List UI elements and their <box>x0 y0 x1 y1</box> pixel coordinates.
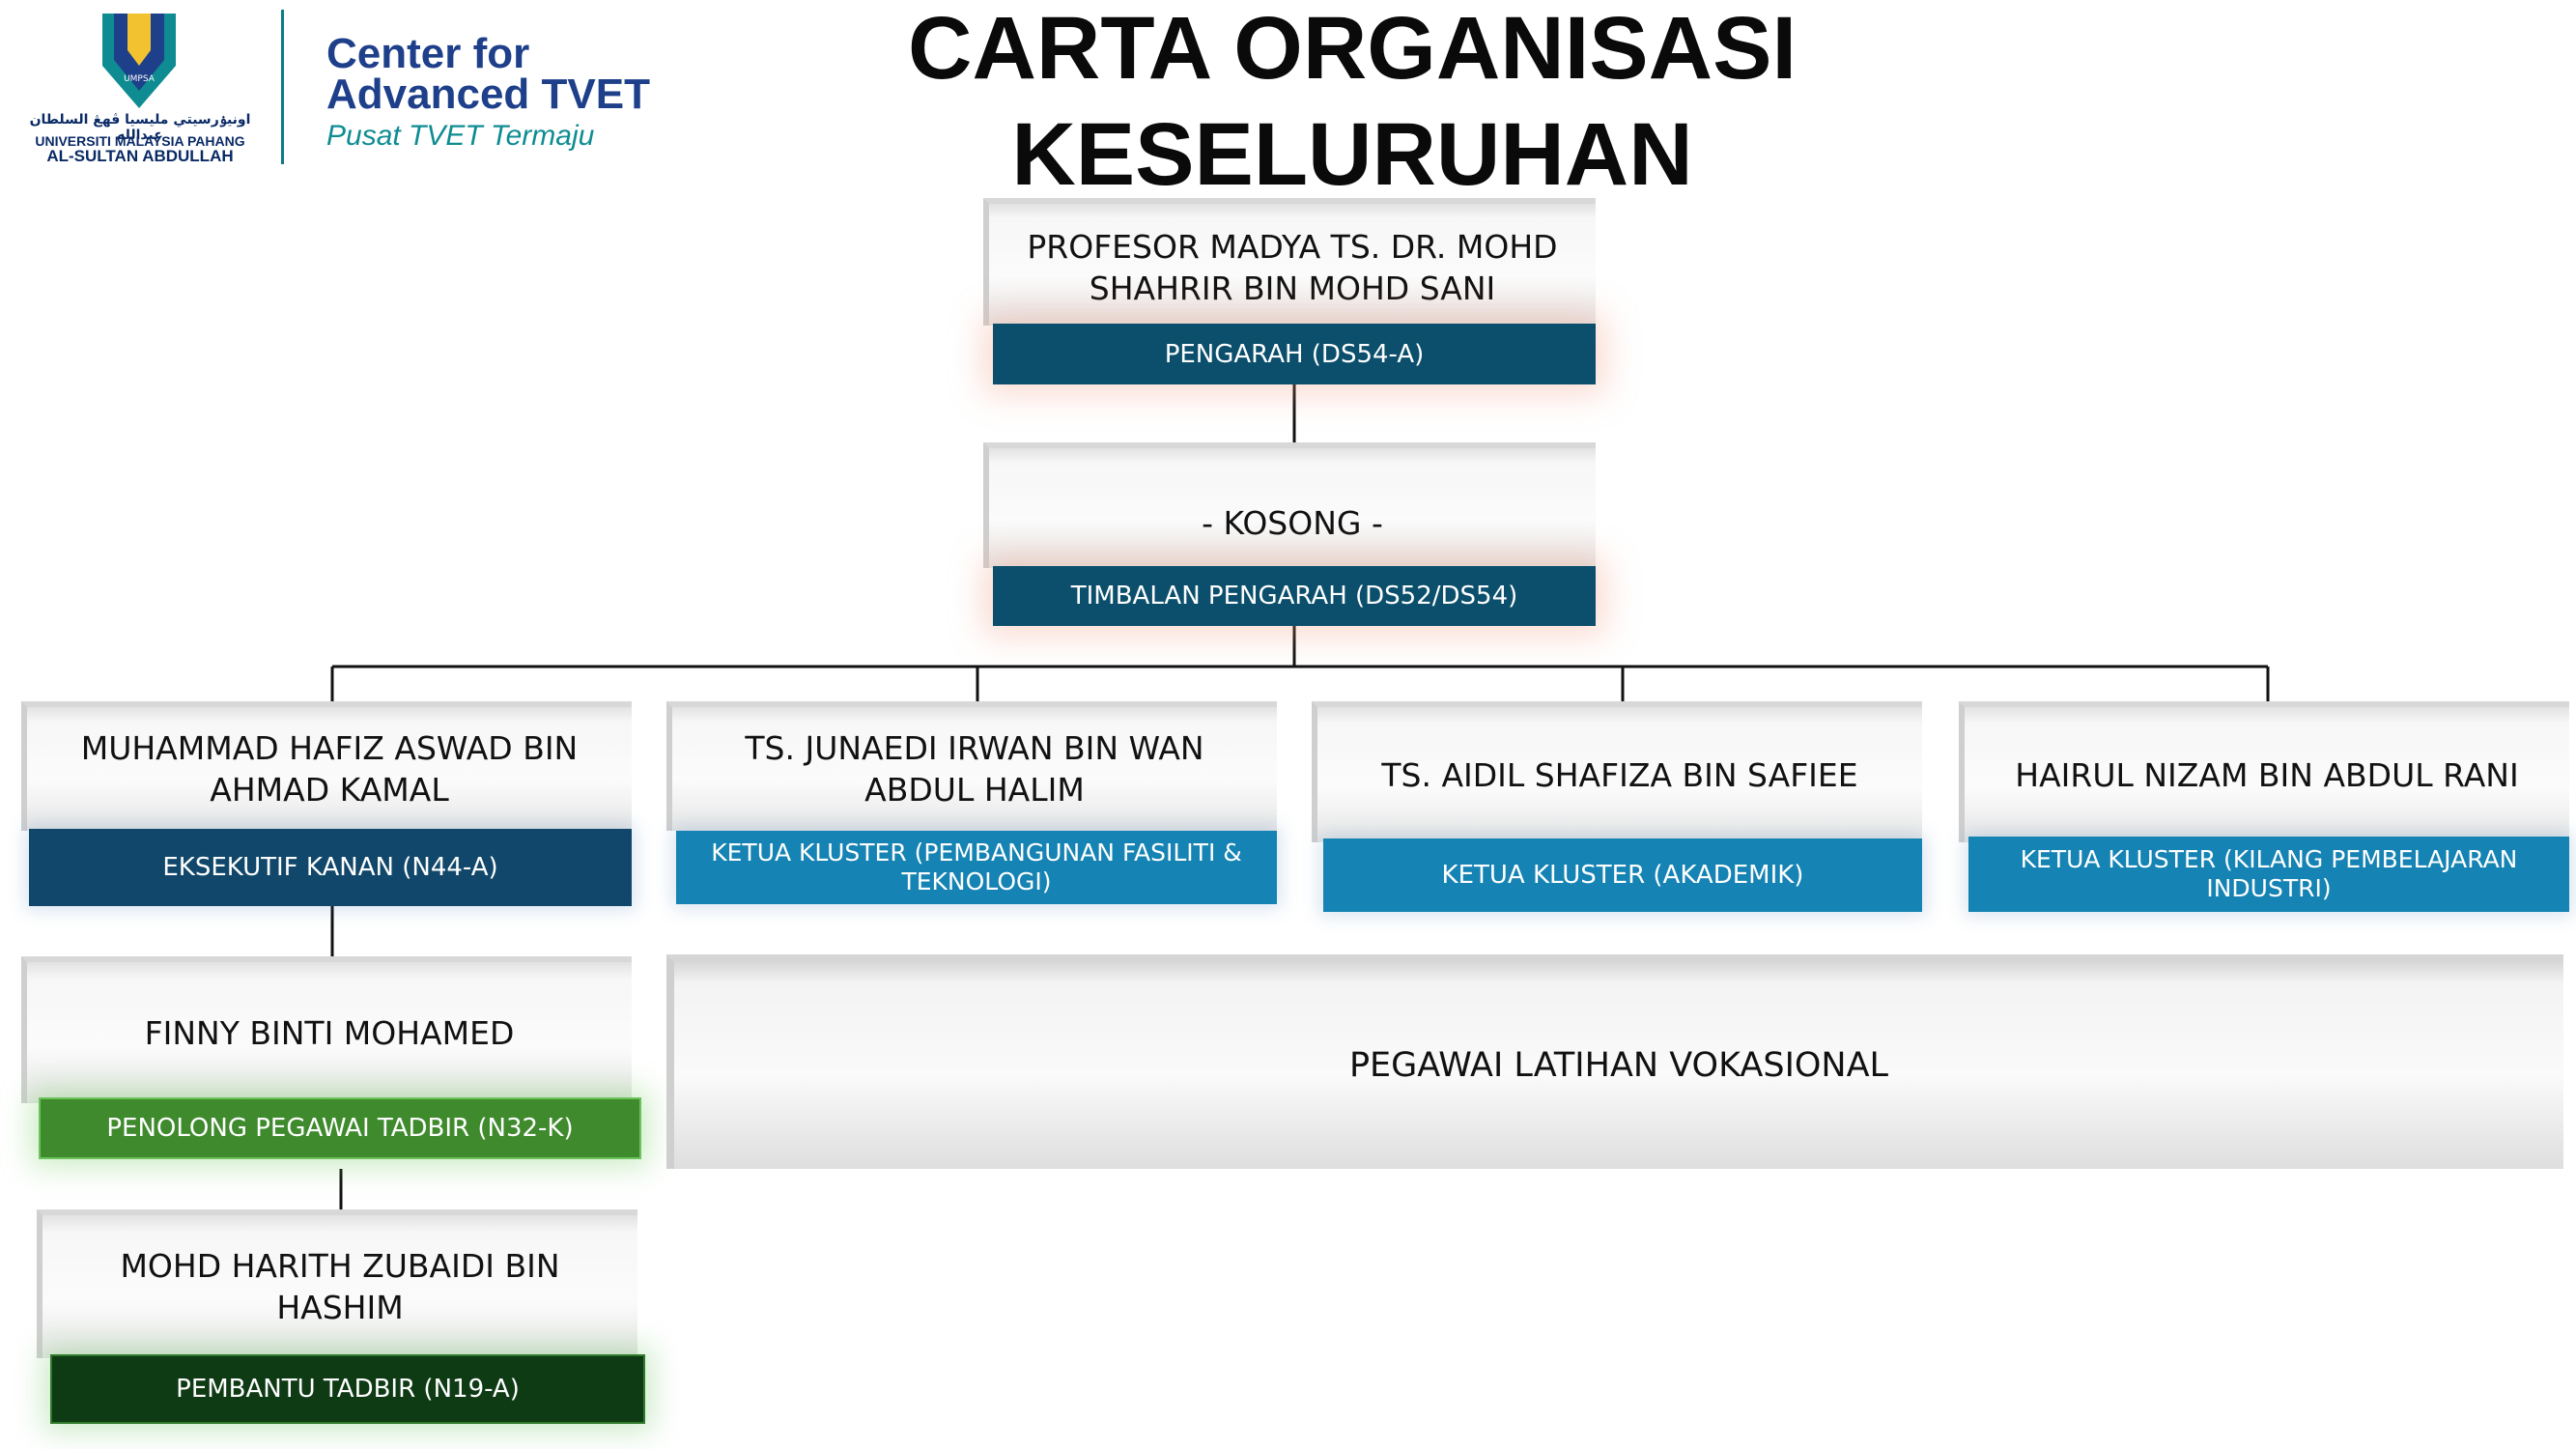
node-cluster-facility-position: KETUA KLUSTER (PEMBANGUNAN FASILITI & TE… <box>676 831 1277 904</box>
university-name-line2: AL-SULTAN ABDULLAH <box>46 147 234 165</box>
university-shield-icon: UMPSA <box>102 14 176 108</box>
node-asst-admin-position: PENOLONG PEGAWAI TADBIR (N32-K) <box>39 1097 641 1159</box>
center-tagline: Pusat TVET Termaju <box>326 120 595 152</box>
node-cluster-academic-name: TS. AIDIL SHAFIZA BIN SAFIEE <box>1312 701 1922 842</box>
center-name-line2: Advanced TVET <box>326 71 650 118</box>
node-director-name: PROFESOR MADYA TS. DR. MOHD SHAHRIR BIN … <box>983 198 1596 326</box>
node-cluster-industry-position: KETUA KLUSTER (KILANG PEMBELAJARAN INDUS… <box>1968 837 2569 912</box>
node-cluster-facility: TS. JUNAEDI IRWAN BIN WAN ABDUL HALIM KE… <box>666 701 1277 906</box>
node-asst-admin: FINNY BINTI MOHAMED PENOLONG PEGAWAI TAD… <box>21 956 641 1169</box>
node-director: PROFESOR MADYA TS. DR. MOHD SHAHRIR BIN … <box>983 198 1596 384</box>
chart-title-line2: KESELURUHAN <box>1011 105 1693 204</box>
node-vocational-officers: PEGAWAI LATIHAN VOKASIONAL <box>666 954 2563 1169</box>
node-deputy-name: - KOSONG - <box>983 442 1596 568</box>
node-senior-exec: MUHAMMAD HAFIZ ASWAD BIN AHMAD KAMAL EKS… <box>21 701 632 906</box>
node-admin-asst-position: PEMBANTU TADBIR (N19-A) <box>50 1354 645 1424</box>
university-name-arabic: اونيۏرسيتي مليسيا ڤهڠ السلطان عبدالله <box>29 112 251 143</box>
node-admin-asst: MOHD HARITH ZUBAIDI BIN HASHIM PEMBANTU … <box>37 1209 645 1424</box>
node-deputy-position: TIMBALAN PENGARAH (DS52/DS54) <box>993 566 1596 626</box>
center-name-line1: Center for <box>326 30 530 77</box>
node-deputy: - KOSONG - TIMBALAN PENGARAH (DS52/DS54) <box>983 442 1596 626</box>
university-name-line1: UNIVERSITI MALAYSIA PAHANG <box>35 133 245 149</box>
node-admin-asst-name: MOHD HARITH ZUBAIDI BIN HASHIM <box>37 1209 637 1358</box>
node-asst-admin-name: FINNY BINTI MOHAMED <box>21 956 632 1103</box>
chart-title-line1: CARTA ORGANISASI <box>908 0 1797 98</box>
node-cluster-academic: TS. AIDIL SHAFIZA BIN SAFIEE KETUA KLUST… <box>1312 701 1922 912</box>
node-cluster-academic-position: KETUA KLUSTER (AKADEMIK) <box>1323 838 1922 912</box>
node-cluster-industry: HAIRUL NIZAM BIN ABDUL RANI KETUA KLUSTE… <box>1959 701 2569 912</box>
node-senior-exec-position: EKSEKUTIF KANAN (N44-A) <box>29 829 632 906</box>
node-senior-exec-name: MUHAMMAD HAFIZ ASWAD BIN AHMAD KAMAL <box>21 701 632 831</box>
node-director-position: PENGARAH (DS54-A) <box>993 324 1596 384</box>
university-name: UNIVERSITI MALAYSIA PAHANG AL-SULTAN ABD… <box>29 133 251 164</box>
logo-divider <box>281 10 284 164</box>
node-cluster-industry-name: HAIRUL NIZAM BIN ABDUL RANI <box>1959 701 2569 842</box>
node-cluster-facility-name: TS. JUNAEDI IRWAN BIN WAN ABDUL HALIM <box>666 701 1277 831</box>
shield-text: UMPSA <box>124 74 156 84</box>
